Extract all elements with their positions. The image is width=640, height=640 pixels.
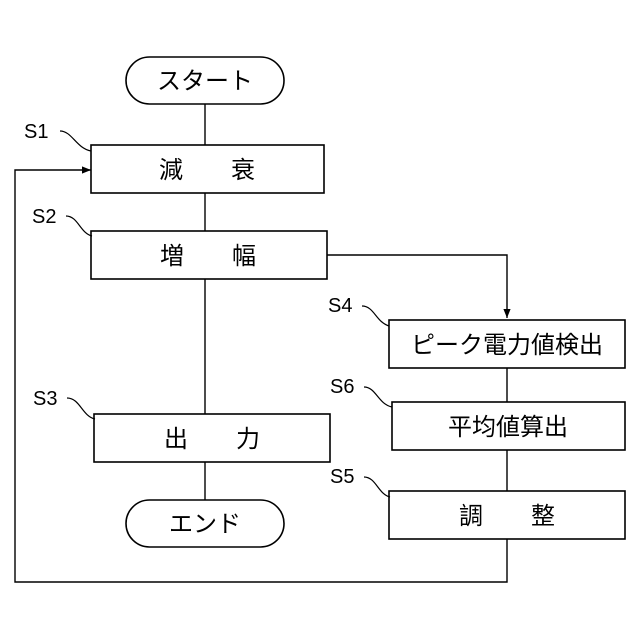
step-s2-label: S2 <box>32 206 56 228</box>
connector-s2-s4 <box>327 255 507 318</box>
step-s6-text: 平均値算出 <box>448 413 568 441</box>
step-s6-leader <box>364 387 392 407</box>
step-s1-text: 減 衰 <box>159 156 255 184</box>
end-text: エンド <box>169 510 241 538</box>
step-s3-text: 出 力 <box>164 425 260 453</box>
step-s4-label: S4 <box>328 295 352 317</box>
step-s3-label: S3 <box>33 388 57 410</box>
step-s6-label: S6 <box>330 376 354 398</box>
step-s4-leader <box>362 306 389 326</box>
step-s4-text: ピーク電力値検出 <box>411 331 603 359</box>
step-s5-text: 調 整 <box>459 502 555 530</box>
start-text: スタート <box>157 67 253 95</box>
step-s5-label: S5 <box>330 466 354 488</box>
step-s1-label: S1 <box>24 121 48 143</box>
step-s3-leader <box>67 398 95 419</box>
step-s2-text: 増 幅 <box>160 242 256 270</box>
step-s2-leader <box>66 216 92 236</box>
step-s5-leader <box>364 477 390 497</box>
step-s1-leader <box>60 131 91 151</box>
